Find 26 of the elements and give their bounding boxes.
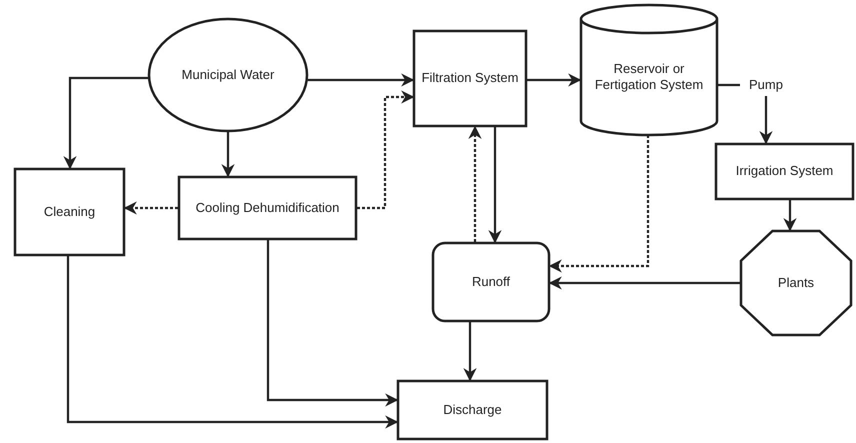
arrow	[463, 322, 477, 382]
arrow	[66, 256, 398, 429]
dashed-arrow	[124, 201, 178, 215]
node-label: Irrigation System	[736, 163, 834, 180]
arrow	[488, 127, 502, 244]
node-label: Reservoir or Fertigation System	[594, 60, 704, 94]
node-label: Plants	[778, 274, 814, 292]
arrow	[759, 96, 773, 144]
arrow	[308, 73, 414, 87]
arrow	[221, 132, 235, 178]
arrow	[783, 200, 797, 232]
node-label: Discharge	[443, 402, 502, 418]
arrow	[63, 76, 148, 170]
node-label: Municipal Water	[182, 66, 274, 84]
arrow	[266, 240, 398, 407]
node-label: Filtration System	[422, 70, 518, 87]
arrow	[548, 276, 740, 290]
dashed-arrow	[548, 135, 650, 273]
arrow	[527, 73, 582, 87]
connector-line	[718, 84, 740, 86]
node-label: Runoff	[472, 274, 510, 290]
dashed-arrow	[468, 126, 482, 242]
pump-label: Pump	[749, 76, 783, 94]
node-label: Cooling Dehumidification	[196, 200, 340, 216]
node-label: Cleaning	[44, 204, 96, 220]
dashed-arrow	[357, 90, 414, 210]
